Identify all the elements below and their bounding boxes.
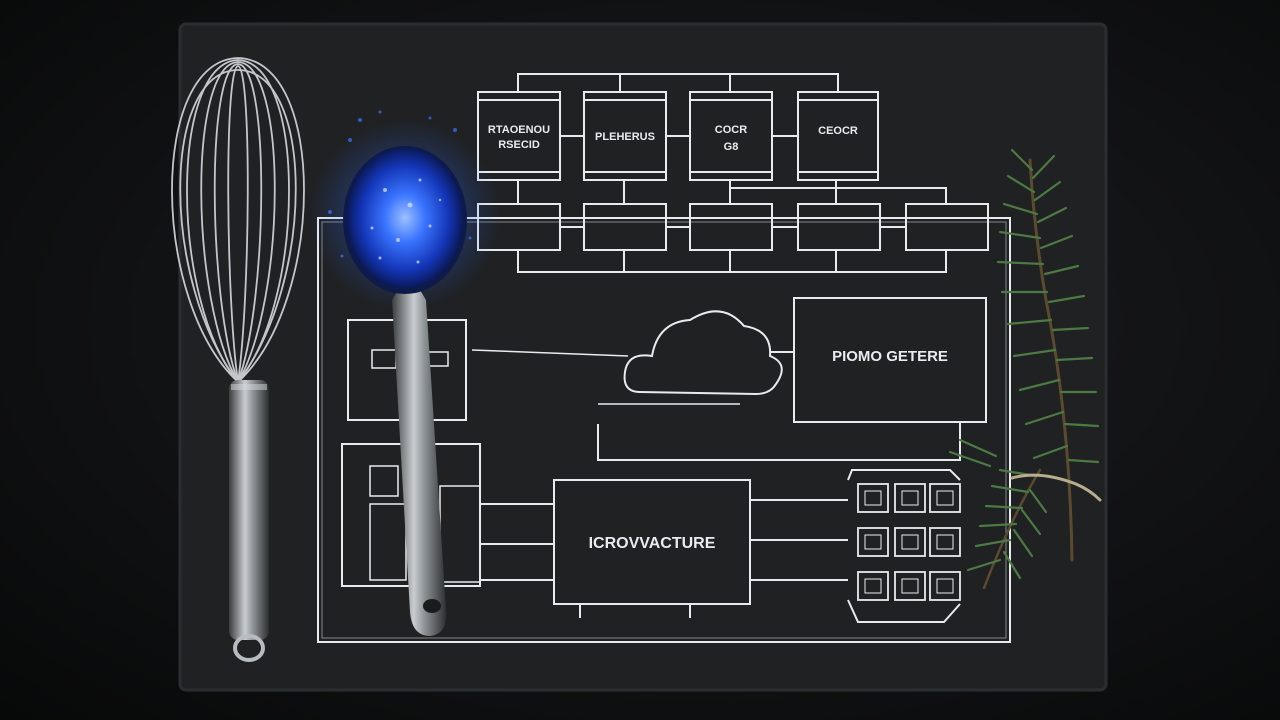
chip-grid — [857, 483, 961, 601]
top-box-3-line2: G8 — [724, 141, 739, 153]
top-box-3-line1: COCR — [715, 124, 747, 136]
top-box-1-line2: RSECID — [498, 139, 540, 151]
right-panel — [793, 297, 987, 423]
whisk-icon — [171, 57, 305, 662]
right-panel-label: PIOMO GETERE — [832, 348, 948, 365]
top-box-2-line1: PLEHERUS — [595, 131, 655, 143]
rosemary-sprig-icon — [948, 148, 1102, 590]
measuring-spoon-icon — [309, 110, 501, 636]
top-box-1-line1: RTAOENOU — [488, 124, 550, 136]
core-box-label: ICROVVACTURE — [589, 535, 716, 552]
cloud-icon — [623, 310, 783, 396]
core-box — [553, 479, 751, 605]
top-connector — [517, 73, 839, 92]
top-box-4-line1: CEOCR — [818, 125, 858, 137]
